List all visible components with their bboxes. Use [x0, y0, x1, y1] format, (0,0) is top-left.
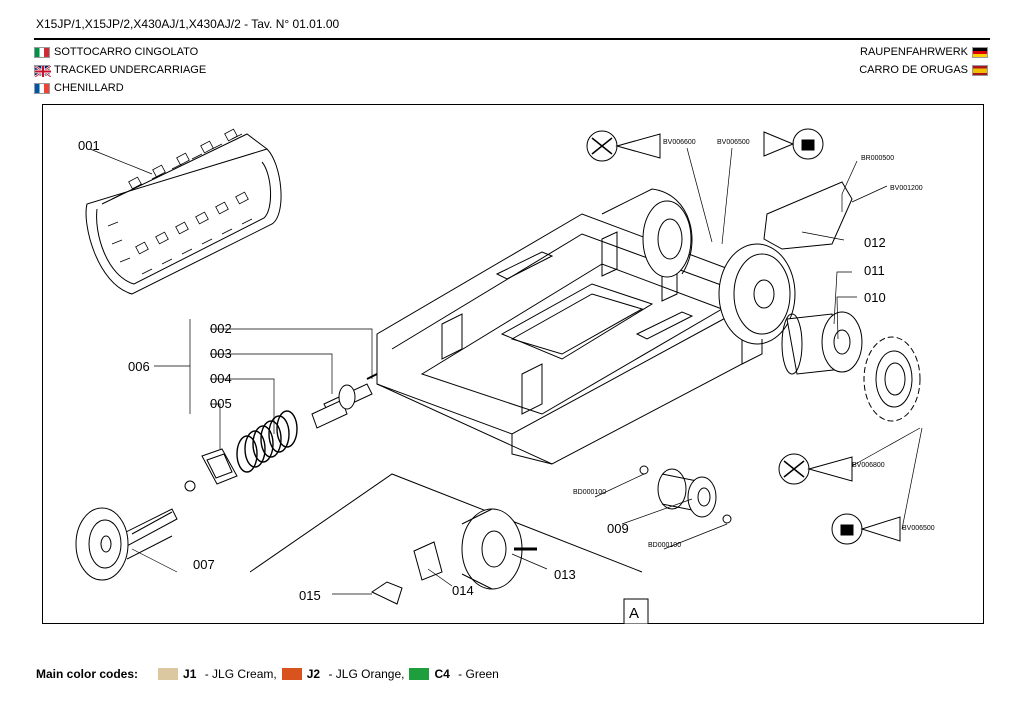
color-name-j2: - JLG Orange, [325, 667, 405, 681]
lang-row-italian: SOTTOCARRO CINGOLATO [34, 46, 198, 58]
undercarriage-frame-drawing [376, 188, 796, 465]
clamp-drawing [413, 541, 443, 581]
france-flag-icon [34, 82, 50, 94]
color-name-j1: - JLG Cream, [201, 667, 277, 681]
color-legend: Main color codes: J1 - JLG Cream, J2 - J… [36, 667, 499, 681]
code-bv006500-top: BV006500 [717, 139, 750, 146]
callout-015: 015 [299, 588, 321, 603]
lang-label-spanish: CARRO DE ORUGAS [859, 64, 968, 76]
exploded-parts-drawing: 001 002 003 004 005 006 007 009 010 011 … [75, 128, 935, 624]
code-bv006600: BV006600 [663, 139, 696, 146]
color-swatch-c4 [409, 668, 430, 680]
italy-flag-icon [34, 46, 50, 58]
callout-012: 012 [864, 235, 886, 250]
callout-002: 002 [210, 321, 232, 336]
callout-004: 004 [210, 371, 232, 386]
callout-006: 006 [128, 359, 150, 374]
oil-can-icon-top [763, 128, 824, 160]
color-name-c4: - Green [454, 667, 499, 681]
callout-007: 007 [193, 557, 215, 572]
color-code-c4: C4 [434, 667, 450, 681]
detail-label-box [623, 598, 649, 624]
lang-label-french: CHENILLARD [54, 82, 124, 94]
rubber-track-drawing [85, 128, 282, 295]
cover-plate-drawing [763, 181, 853, 250]
lang-row-spanish: CARRO DE ORUGAS [859, 64, 988, 76]
callout-005: 005 [210, 396, 232, 411]
color-legend-heading: Main color codes: [36, 667, 139, 681]
lang-label-english: TRACKED UNDERCARRIAGE [54, 64, 207, 76]
lang-row-english: TRACKED UNDERCARRIAGE [34, 64, 207, 77]
oil-can-icon-bottom [831, 513, 901, 545]
callout-009: 009 [607, 521, 629, 536]
code-br000500: BR000500 [861, 155, 894, 162]
color-swatch-j2 [281, 668, 302, 680]
front-idler-drawing [75, 507, 178, 581]
decal-drawing [370, 581, 403, 605]
sprocket-drawing [863, 336, 921, 422]
code-bd000100-b: BD000100 [648, 542, 681, 549]
drawing-frame [42, 104, 984, 624]
detail-label: A [629, 605, 639, 622]
header-rule [34, 38, 990, 40]
germany-flag-icon [972, 46, 988, 58]
code-bv001200: BV001200 [890, 185, 923, 192]
no-lubricant-icon-top [586, 130, 661, 162]
tensioner-assembly-drawing [184, 373, 378, 492]
lang-row-french: CHENILLARD [34, 82, 124, 94]
callout-014: 014 [452, 583, 474, 598]
code-bd000100-a: BD000100 [573, 489, 606, 496]
travel-motor-drawing [781, 311, 863, 375]
callout-001: 001 [78, 138, 100, 153]
sheet-title: X15JP/1,X15JP/2,X430AJ/1,X430AJ/2 - Tav.… [36, 17, 340, 31]
detail-panel-outline [249, 473, 643, 573]
track-roller-drawing [657, 468, 717, 518]
lang-label-german: RAUPENFAHRWERK [860, 46, 968, 58]
callout-003: 003 [210, 346, 232, 361]
lang-label-italian: SOTTOCARRO CINGOLATO [54, 46, 199, 58]
code-bv006800: BV006800 [852, 462, 885, 469]
spain-flag-icon [972, 64, 988, 76]
color-code-j1: J1 [183, 667, 197, 681]
color-code-j2: J2 [306, 667, 321, 681]
no-lubricant-icon-bottom [778, 453, 853, 485]
callout-013: 013 [554, 567, 576, 582]
callout-011: 011 [864, 263, 885, 278]
callout-010: 010 [864, 290, 886, 305]
color-swatch-j1 [158, 668, 179, 680]
uk-flag-icon [34, 64, 51, 77]
lang-row-german: RAUPENFAHRWERK [860, 46, 988, 58]
hub-drawing [461, 508, 537, 590]
code-bv006500-bottom: BV006500 [902, 525, 935, 532]
